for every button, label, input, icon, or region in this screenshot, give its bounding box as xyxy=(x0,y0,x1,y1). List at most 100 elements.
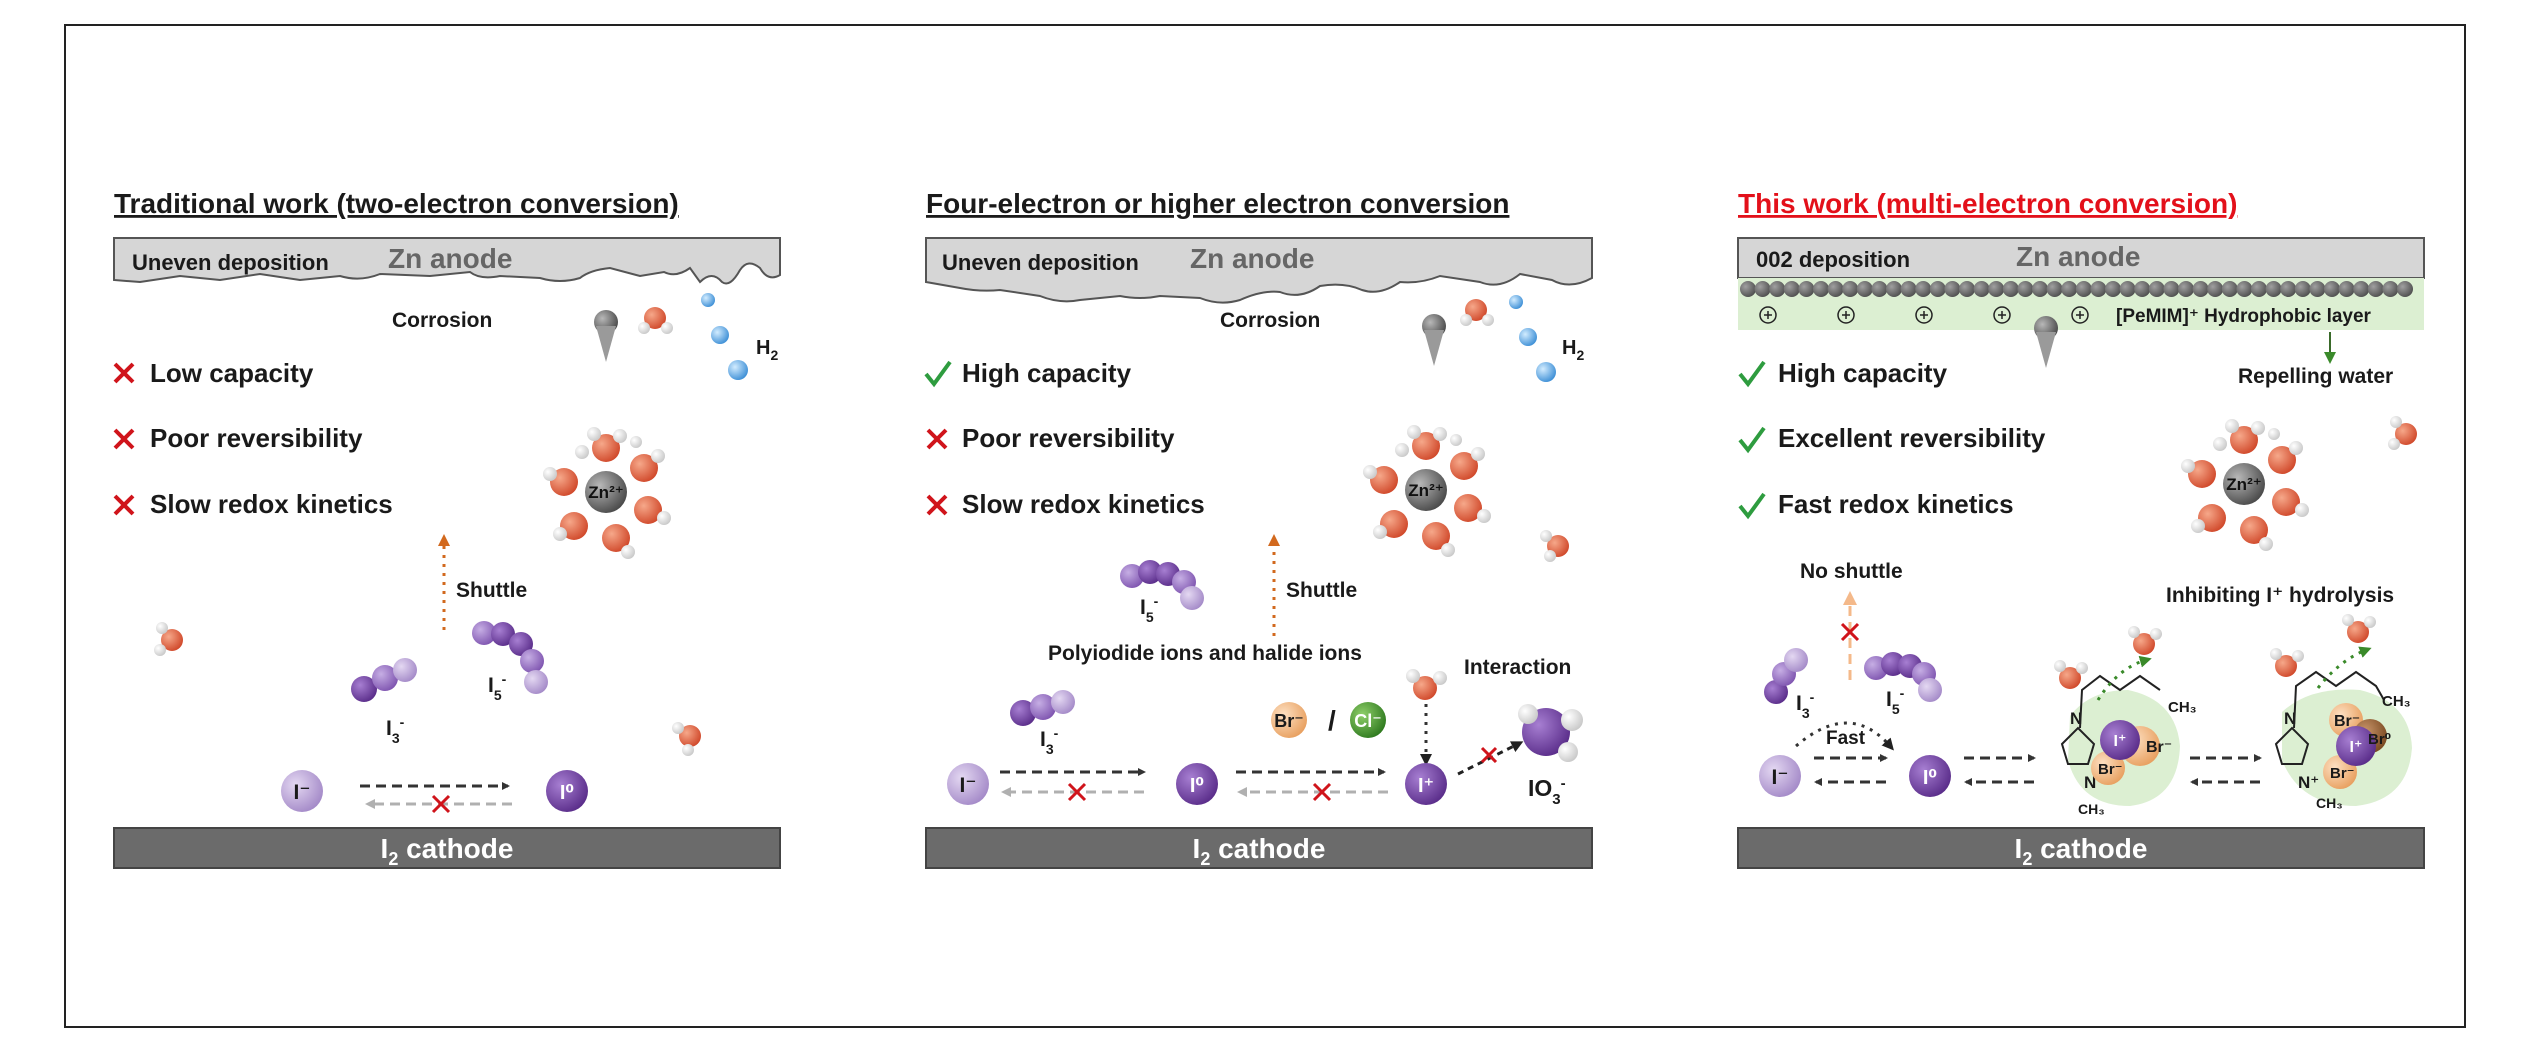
corrosion-label: Corrosion xyxy=(1220,309,1320,332)
pemim-bead xyxy=(1842,281,1859,297)
cross-icon xyxy=(431,794,451,814)
plus-icon xyxy=(1993,306,2011,324)
pentaiodide-label: I5- xyxy=(1140,593,1159,625)
cross-icon xyxy=(1840,622,1860,642)
pemim-bead xyxy=(2367,281,2384,297)
bromide-ion: Br⁻ xyxy=(1271,702,1307,738)
panel-title: Four-electron or higher electron convers… xyxy=(926,188,1509,219)
pemim-bead xyxy=(1944,281,1961,297)
polyiodide-label: Polyiodide ions and halide ions xyxy=(1048,642,1362,665)
solvated-zn-cluster: Zn²⁺ xyxy=(2181,419,2309,551)
pemim-bead xyxy=(1783,281,1800,297)
pemim-bead xyxy=(2017,281,2034,297)
pemim-bead xyxy=(2090,281,2107,297)
triiodide-molecule xyxy=(1010,690,1075,726)
interaction-label: Interaction xyxy=(1464,656,1571,679)
pemim-bead xyxy=(2251,281,2267,297)
svg-text:I⁺: I⁺ xyxy=(1418,775,1434,797)
triiodide-molecule xyxy=(351,658,417,702)
pemim-bead xyxy=(2397,281,2413,297)
feature-item-reversibility: Poor reversibility xyxy=(962,423,1175,453)
h2-label: H2 xyxy=(756,337,778,363)
iodine-atom: I⁰ xyxy=(1909,755,1951,797)
anode-label: Zn anode xyxy=(388,243,512,274)
water-molecule-icon xyxy=(2388,416,2417,450)
svg-text:Cl⁻: Cl⁻ xyxy=(1354,711,1382,731)
fast-label: Fast xyxy=(1826,728,1866,749)
plus-icon xyxy=(1920,311,1928,319)
pemim-bead xyxy=(1769,281,1786,297)
pemim-bead xyxy=(2236,281,2253,297)
water-molecule-icon xyxy=(1406,669,1447,700)
anode-label: Zn anode xyxy=(2016,241,2140,272)
triiodide-molecule xyxy=(1764,648,1808,704)
i2-cathode xyxy=(925,827,1593,869)
corrosion-label: Corrosion xyxy=(392,309,492,332)
water-molecule-icon xyxy=(2270,648,2304,677)
cathode-label: I2 cathode xyxy=(381,833,514,869)
iodine-bromide-complex: N N⁺ CH₃ CH₃ I⁺ Br⁻ Br⁻ xyxy=(2060,674,2197,817)
pentaiodide-molecule xyxy=(1120,560,1204,610)
iodine-bromide-complex: N N⁺ CH₃ CH₃ Br⁻ I⁺ Br⁰ Br⁻ xyxy=(2274,670,2412,811)
check-icon xyxy=(1738,360,1766,388)
repel-label: Repelling water xyxy=(2238,365,2393,388)
pemim-bead xyxy=(1886,281,1902,297)
pentaiodide-label: I5- xyxy=(488,671,507,703)
deposition-label: Uneven deposition xyxy=(942,250,1139,275)
cross-icon xyxy=(926,494,948,516)
shuttle-label: Shuttle xyxy=(456,579,527,602)
inhibit-label: Inhibiting I⁺ hydrolysis xyxy=(2166,584,2394,607)
corrosion-pit-icon xyxy=(594,310,618,362)
feature-item-capacity: High capacity xyxy=(1778,358,1948,388)
pemim-bead xyxy=(2178,281,2194,297)
svg-text:Br⁻: Br⁻ xyxy=(1274,711,1304,731)
water-molecule-icon xyxy=(154,622,183,656)
pemim-bead xyxy=(2280,281,2297,297)
pemim-bead xyxy=(1988,281,2005,297)
svg-text:N⁺: N⁺ xyxy=(2298,773,2319,792)
svg-text:CH₃: CH₃ xyxy=(2078,801,2105,817)
pemim-bead xyxy=(2265,281,2282,297)
pemim-bead xyxy=(2105,281,2121,297)
pemim-bead xyxy=(1754,281,1771,297)
svg-text:Br⁰: Br⁰ xyxy=(2368,731,2391,748)
solvated-zn-cluster: Zn²⁺ xyxy=(1363,425,1491,557)
pemim-bead xyxy=(2163,281,2180,297)
cross-icon xyxy=(1067,782,1087,802)
pemim-bead xyxy=(2338,281,2355,297)
plus-icon xyxy=(1998,311,2006,319)
cross-icon xyxy=(1480,746,1498,764)
iodine-atom: I⁰ xyxy=(1176,763,1218,805)
cathode-label: I2 cathode xyxy=(2015,833,2148,869)
pemim-bead xyxy=(1973,281,1990,297)
panel-four-electron: Four-electron or higher electron convers… xyxy=(924,188,1593,869)
water-molecule-icon xyxy=(638,307,673,334)
pemim-bead xyxy=(2309,281,2326,297)
iodine-atom: I⁰ xyxy=(546,770,588,812)
deposition-label: Uneven deposition xyxy=(132,250,329,275)
feature-item-capacity: High capacity xyxy=(962,358,1132,388)
hydrogen-bubble-icon xyxy=(701,293,748,380)
plus-icon xyxy=(1915,306,1933,324)
iodide-ion: I⁻ xyxy=(281,770,323,812)
svg-text:Br⁻: Br⁻ xyxy=(2146,739,2172,756)
cathode-label: I2 cathode xyxy=(1193,833,1326,869)
hydrogen-bubble-icon xyxy=(1509,295,1556,382)
zn-anode xyxy=(925,237,1593,304)
pemim-bead xyxy=(2353,281,2370,297)
svg-text:Br⁻: Br⁻ xyxy=(2098,761,2123,778)
cross-icon xyxy=(926,428,948,450)
pemim-bead xyxy=(1871,281,1888,297)
svg-text:I⁰: I⁰ xyxy=(560,782,574,804)
water-molecule-icon xyxy=(1460,299,1494,326)
plus-icon xyxy=(1759,306,1777,324)
i2-cathode xyxy=(1737,827,2425,869)
solvated-zn-cluster: Zn²⁺ xyxy=(543,427,671,559)
water-molecule-icon xyxy=(2054,660,2088,689)
water-molecule-icon xyxy=(1540,530,1569,562)
water-molecule-icon xyxy=(672,722,701,756)
water-molecule-icon xyxy=(2342,614,2376,643)
iodate-label: IO3- xyxy=(1528,775,1566,808)
pentaiodide-molecule xyxy=(1864,652,1942,702)
